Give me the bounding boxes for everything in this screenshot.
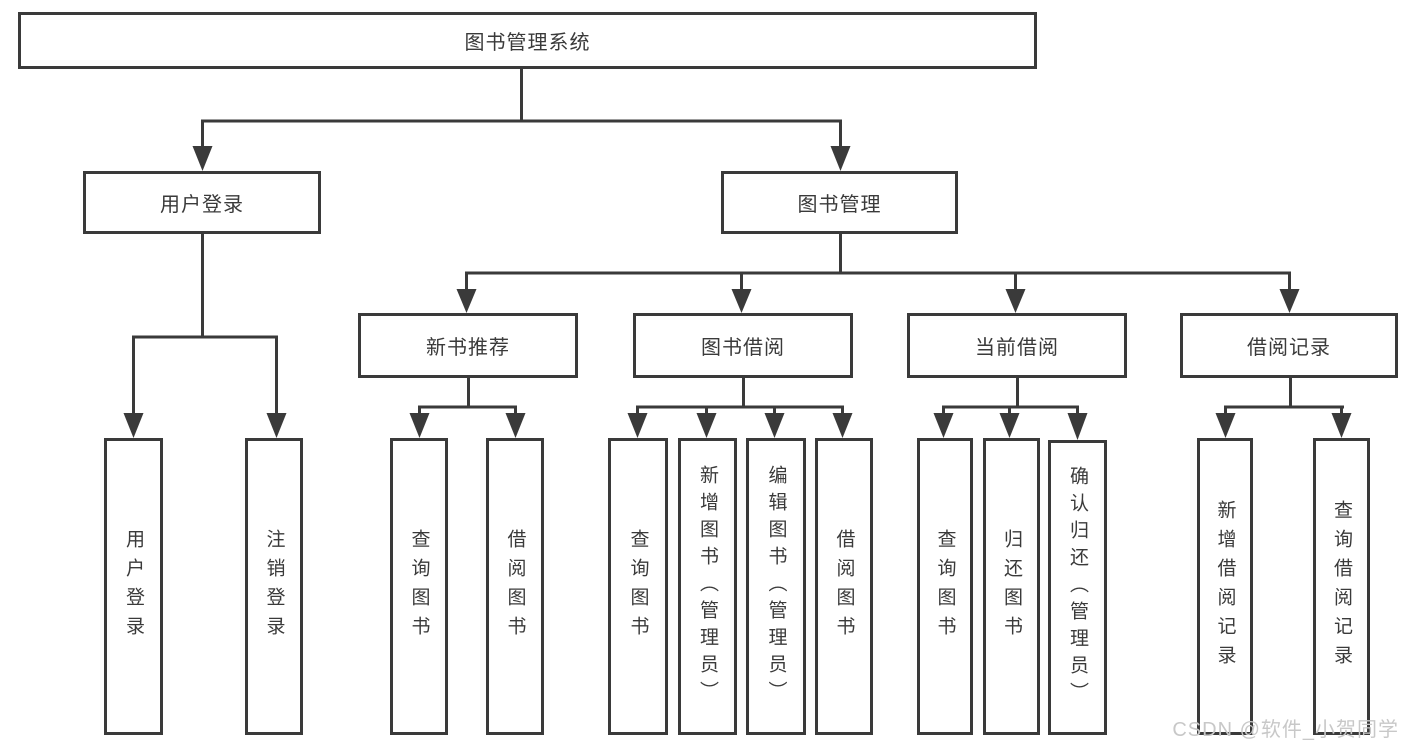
connector-arrowhead <box>1279 289 1300 313</box>
leaf-label: 查询图书 <box>408 528 430 645</box>
node-label: 图书管理 <box>797 194 882 216</box>
node-book-management: 图书管理 <box>721 171 958 234</box>
node-user-login: 用户登录 <box>83 171 321 234</box>
node-label: 当前借阅 <box>975 337 1059 359</box>
leaf-label: 新增借阅记录 <box>1214 499 1236 674</box>
connector-arrowhead <box>830 146 851 171</box>
connector-arrowhead <box>456 289 477 313</box>
connector-arrowhead <box>505 413 526 438</box>
leaf-label: 归还图书 <box>1001 528 1022 645</box>
node-label: 图书借阅 <box>701 337 785 359</box>
connector-arrowhead <box>764 413 785 438</box>
leaf-query-books-borrow: 查询图书 <box>608 438 668 735</box>
leaf-label: 借阅图书 <box>833 528 855 645</box>
connector-arrowhead <box>1067 413 1088 440</box>
connector-arrowhead <box>266 413 287 438</box>
connector-arrowhead <box>999 413 1020 438</box>
leaf-query-books-current: 查询图书 <box>917 438 973 735</box>
connector-arrowhead <box>832 413 853 438</box>
connector-arrowhead <box>192 146 213 171</box>
leaf-label: 注销登录 <box>263 528 285 645</box>
leaf-label: 查询图书 <box>934 528 956 645</box>
node-library-system: 图书管理系统 <box>18 12 1037 69</box>
connector-arrowhead <box>627 413 648 438</box>
leaf-query-borrow-record: 查询借阅记录 <box>1313 438 1370 735</box>
connector-arrowhead <box>696 413 717 438</box>
leaf-label: 用户登录 <box>123 528 144 645</box>
leaf-label: 查询图书 <box>627 528 649 645</box>
node-label: 用户登录 <box>160 194 244 216</box>
connector-arrowhead <box>123 413 144 438</box>
leaf-label: 借阅图书 <box>504 528 526 645</box>
node-label: 借阅记录 <box>1247 337 1331 359</box>
leaf-edit-books-admin: 编辑图书（管理员） <box>746 438 806 735</box>
leaf-label: 编辑图书（管理员） <box>765 465 787 708</box>
node-label: 新书推荐 <box>426 337 510 359</box>
leaf-label: 新增图书（管理员） <box>697 465 718 708</box>
leaf-add-books-admin: 新增图书（管理员） <box>678 438 737 735</box>
leaf-borrow-books-recommend: 借阅图书 <box>486 438 544 735</box>
node-book-borrowing: 图书借阅 <box>633 313 853 378</box>
leaf-logout: 注销登录 <box>245 438 303 735</box>
leaf-confirm-return-admin: 确认归还（管理员） <box>1048 440 1107 735</box>
connector-arrowhead <box>1331 413 1352 438</box>
leaf-label: 查询借阅记录 <box>1331 499 1352 674</box>
connector-arrowhead <box>1215 413 1236 438</box>
leaf-add-borrow-record: 新增借阅记录 <box>1197 438 1253 735</box>
node-current-borrowing: 当前借阅 <box>907 313 1127 378</box>
connector-arrowhead <box>731 289 752 313</box>
connector-arrowhead <box>409 413 430 438</box>
node-new-book-recommend: 新书推荐 <box>358 313 578 378</box>
leaf-query-books-recommend: 查询图书 <box>390 438 448 735</box>
leaf-return-books: 归还图书 <box>983 438 1040 735</box>
connector-arrowhead <box>933 413 954 438</box>
node-borrowing-records: 借阅记录 <box>1180 313 1398 378</box>
leaf-label: 确认归还（管理员） <box>1067 466 1088 709</box>
leaf-borrow-books: 借阅图书 <box>815 438 873 735</box>
node-label: 图书管理系统 <box>464 32 591 54</box>
connector-arrowhead <box>1005 289 1026 313</box>
leaf-user-login: 用户登录 <box>104 438 163 735</box>
watermark-text: CSDN @软件_小贺同学 <box>1172 719 1399 741</box>
